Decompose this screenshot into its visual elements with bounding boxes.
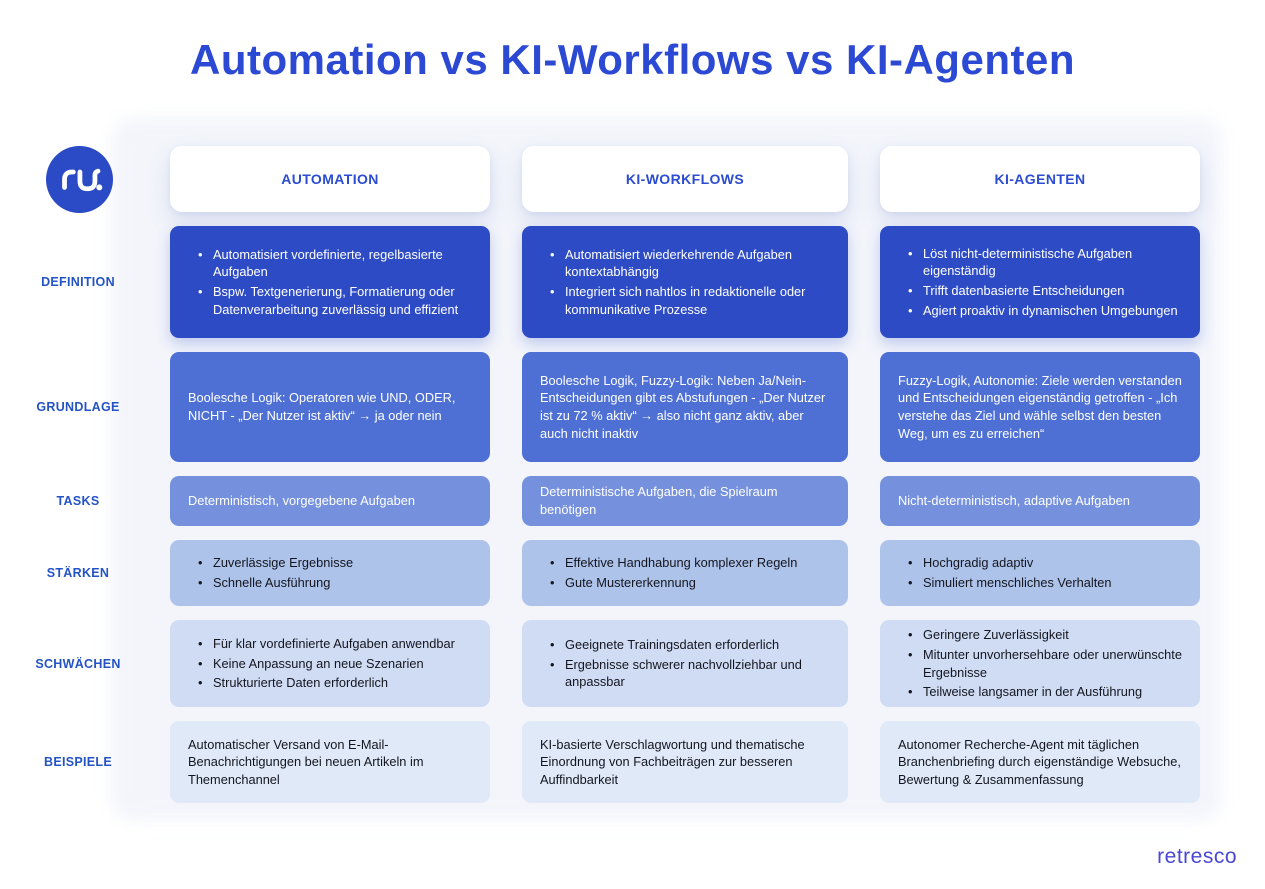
cell-list: Geeignete Trainingsdaten erforderlich Er… bbox=[536, 634, 834, 693]
bullet-item: Schnelle Ausführung bbox=[198, 574, 474, 592]
bullet-item: Effektive Handhabung komplexer Regeln bbox=[550, 554, 832, 572]
cell-beispiele-ki-workflows: KI-basierte Verschlagwortung und themati… bbox=[522, 721, 848, 803]
column-header-ki-workflows: KI-WORKFLOWS bbox=[522, 146, 848, 212]
cell-definition-automation: Automatisiert vordefinierte, regelbasier… bbox=[170, 226, 490, 338]
cell-definition-ki-agenten: Löst nicht-deterministische Aufgaben eig… bbox=[880, 226, 1200, 338]
row-label-tasks: TASKS bbox=[56, 494, 100, 508]
cell-tasks-ki-agenten: Nicht-deterministisch, adaptive Aufgaben bbox=[880, 476, 1200, 526]
comparison-table: AUTOMATION KI-WORKFLOWS KI-AGENTEN DEFIN… bbox=[18, 145, 1200, 803]
cell-schwaechen-automation: Für klar vordefinierte Aufgaben anwendba… bbox=[170, 620, 490, 707]
page-title: Automation vs KI-Workflows vs KI-Agenten bbox=[190, 36, 1075, 83]
bullet-item: Bspw. Textgenerierung, Formatierung oder… bbox=[198, 283, 474, 318]
cell-beispiele-ki-agenten: Autonomer Recherche-Agent mit täglichen … bbox=[880, 721, 1200, 803]
column-header-label: KI-WORKFLOWS bbox=[625, 171, 745, 187]
row-label-grundlage: GRUNDLAGE bbox=[36, 400, 120, 414]
row-label-beispiele: BEISPIELE bbox=[44, 755, 112, 769]
cell-grundlage-automation: Boolesche Logik: Operatoren wie UND, ODE… bbox=[170, 352, 490, 462]
column-header-label: AUTOMATION bbox=[281, 171, 379, 187]
cell-beispiele-automation: Automatischer Versand von E-Mail-Benachr… bbox=[170, 721, 490, 803]
cell-text: Fuzzy-Logik, Autonomie: Ziele werden ver… bbox=[898, 372, 1182, 441]
cell-text: Boolesche Logik, Fuzzy-Logik: Neben Ja/N… bbox=[540, 372, 826, 441]
bullet-item: Simuliert menschliches Verhalten bbox=[908, 574, 1184, 592]
row-label-staerken: STÄRKEN bbox=[46, 566, 110, 580]
bullet-item: Integriert sich nahtlos in redaktionelle… bbox=[550, 283, 832, 318]
bullet-item: Teilweise langsamer in der Ausführung bbox=[908, 683, 1184, 701]
logo-cell bbox=[18, 145, 138, 213]
bullet-item: Ergebnisse schwerer nachvollziehbar und … bbox=[550, 656, 832, 691]
cell-staerken-automation: Zuverlässige Ergebnisse Schnelle Ausführ… bbox=[170, 540, 490, 606]
cell-list: Zuverlässige Ergebnisse Schnelle Ausführ… bbox=[184, 552, 476, 593]
bullet-item: Agiert proaktiv in dynamischen Umgebunge… bbox=[908, 302, 1184, 320]
cell-text: Boolesche Logik: Operatoren wie UND, ODE… bbox=[188, 390, 456, 423]
cell-text: KI-basierte Verschlagwortung und themati… bbox=[540, 736, 805, 787]
cell-list: Hochgradig adaptiv Simuliert menschliche… bbox=[894, 552, 1186, 593]
cell-staerken-ki-workflows: Effektive Handhabung komplexer Regeln Gu… bbox=[522, 540, 848, 606]
cell-text: Deterministische Aufgaben, die Spielraum… bbox=[540, 484, 778, 517]
cell-list: Geringere Zuverlässigkeit Mitunter unvor… bbox=[894, 624, 1186, 703]
cell-tasks-automation: Deterministisch, vorgegebene Aufgaben bbox=[170, 476, 490, 526]
column-header-automation: AUTOMATION bbox=[170, 146, 490, 212]
cell-list: Löst nicht-deterministische Aufgaben eig… bbox=[894, 243, 1186, 322]
bullet-item: Mitunter unvorhersehbare oder unerwünsch… bbox=[908, 646, 1184, 681]
cell-list: Automatisiert wiederkehrende Aufgaben ko… bbox=[536, 244, 834, 321]
cell-definition-ki-workflows: Automatisiert wiederkehrende Aufgaben ko… bbox=[522, 226, 848, 338]
retresco-logo-icon bbox=[46, 145, 113, 213]
row-label-schwaechen: SCHWÄCHEN bbox=[35, 656, 121, 671]
cell-text: Nicht-deterministisch, adaptive Aufgaben bbox=[898, 493, 1130, 509]
cell-list: Effektive Handhabung komplexer Regeln Gu… bbox=[536, 552, 834, 593]
bullet-item: Für klar vordefinierte Aufgaben anwendba… bbox=[198, 635, 474, 653]
bullet-item: Löst nicht-deterministische Aufgaben eig… bbox=[908, 245, 1184, 280]
bullet-item: Zuverlässige Ergebnisse bbox=[198, 554, 474, 572]
cell-grundlage-ki-agenten: Fuzzy-Logik, Autonomie: Ziele werden ver… bbox=[880, 352, 1200, 462]
row-label-definition: DEFINITION bbox=[41, 275, 115, 289]
cell-text: Automatischer Versand von E-Mail-Benachr… bbox=[188, 736, 424, 787]
cell-text: Deterministisch, vorgegebene Aufgaben bbox=[188, 493, 415, 509]
cell-list: Für klar vordefinierte Aufgaben anwendba… bbox=[184, 633, 476, 694]
cell-list: Automatisiert vordefinierte, regelbasier… bbox=[184, 244, 476, 321]
bullet-item: Automatisiert wiederkehrende Aufgaben ko… bbox=[550, 246, 832, 281]
bullet-item: Strukturierte Daten erforderlich bbox=[198, 674, 474, 692]
column-header-label: KI-AGENTEN bbox=[994, 171, 1086, 187]
bullet-item: Hochgradig adaptiv bbox=[908, 554, 1184, 572]
column-header-ki-agenten: KI-AGENTEN bbox=[880, 146, 1200, 212]
cell-schwaechen-ki-agenten: Geringere Zuverlässigkeit Mitunter unvor… bbox=[880, 620, 1200, 707]
cell-text: Autonomer Recherche-Agent mit täglichen … bbox=[898, 736, 1181, 787]
bullet-item: Trifft datenbasierte Entscheidungen bbox=[908, 282, 1184, 300]
bullet-item: Geringere Zuverlässigkeit bbox=[908, 626, 1184, 644]
cell-grundlage-ki-workflows: Boolesche Logik, Fuzzy-Logik: Neben Ja/N… bbox=[522, 352, 848, 462]
cell-tasks-ki-workflows: Deterministische Aufgaben, die Spielraum… bbox=[522, 476, 848, 526]
bullet-item: Automatisiert vordefinierte, regelbasier… bbox=[198, 246, 474, 281]
cell-staerken-ki-agenten: Hochgradig adaptiv Simuliert menschliche… bbox=[880, 540, 1200, 606]
cell-schwaechen-ki-workflows: Geeignete Trainingsdaten erforderlich Er… bbox=[522, 620, 848, 707]
bullet-item: Keine Anpassung an neue Szenarien bbox=[198, 655, 474, 673]
bullet-item: Gute Mustererkennung bbox=[550, 574, 832, 592]
bullet-item: Geeignete Trainingsdaten erforderlich bbox=[550, 636, 832, 654]
retresco-wordmark: retresco bbox=[1157, 845, 1237, 868]
